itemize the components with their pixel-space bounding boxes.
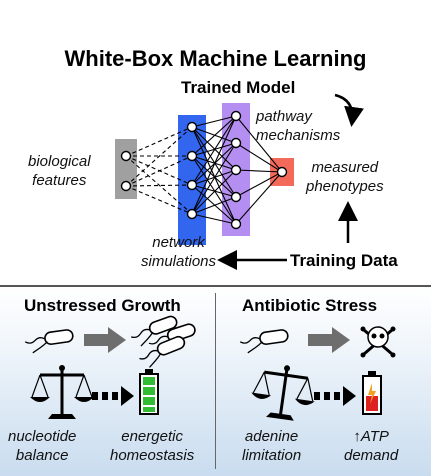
network-connection	[191, 115, 237, 128]
network-connection	[235, 142, 283, 173]
input-layer	[115, 139, 137, 199]
network-connection	[191, 155, 237, 225]
network-node	[186, 208, 198, 220]
dashed-arrow-icon	[314, 386, 356, 406]
network-connection	[235, 115, 283, 173]
antibiotic-stress-title: Antibiotic Stress	[242, 296, 378, 315]
neural-network-diagram	[115, 93, 364, 270]
balance-scale-icon	[28, 363, 96, 421]
network-connection	[191, 169, 237, 215]
network-connection	[191, 126, 237, 198]
battery-low-icon	[362, 371, 382, 415]
horizontal-divider	[0, 285, 431, 287]
network-connection	[191, 196, 237, 215]
network-connection	[191, 184, 237, 225]
network-connection	[191, 184, 237, 198]
vertical-divider	[215, 293, 216, 469]
network-connection	[125, 126, 193, 157]
network-node	[186, 121, 198, 133]
network-node	[230, 110, 242, 122]
network-connection	[125, 155, 193, 187]
network-connection	[235, 171, 283, 225]
unstressed-growth-title: Unstressed Growth	[24, 296, 181, 315]
network-node	[276, 166, 288, 178]
right-arrow-icon	[84, 327, 126, 353]
training-data-label: Training Data	[290, 251, 398, 270]
bacterium-icon	[238, 328, 291, 355]
network-connection	[125, 155, 193, 215]
network-connection	[191, 126, 237, 225]
network-connection	[191, 115, 237, 186]
network-node	[120, 180, 132, 192]
network-connection	[125, 126, 193, 187]
trained-model-arrow	[334, 93, 364, 127]
network-node	[120, 150, 132, 162]
right-arrow-icon	[308, 327, 350, 353]
bacteria-multiply-icon	[128, 313, 200, 371]
network-connection	[191, 115, 237, 157]
bacterium-icon	[23, 328, 76, 355]
network-node	[186, 179, 198, 191]
page-title: White-Box Machine Learning	[64, 46, 367, 71]
network-connection	[235, 171, 283, 198]
dashed-arrow-icon	[92, 386, 134, 406]
trained-model-label: Trained Model	[181, 78, 296, 97]
network-node	[230, 218, 242, 230]
network-node	[230, 137, 242, 149]
network-connection	[191, 155, 237, 171]
network-connection	[191, 155, 237, 198]
network-node	[230, 164, 242, 176]
network-connection	[191, 142, 237, 215]
balance-scale-icon	[246, 359, 321, 425]
network-connection	[191, 213, 237, 225]
network-node	[230, 191, 242, 203]
network-connection	[125, 185, 193, 215]
network-node	[186, 150, 198, 162]
battery-full-icon	[139, 369, 159, 415]
network-connection	[191, 126, 237, 144]
skull-crossbones-icon	[360, 326, 396, 358]
network-connection	[191, 126, 237, 171]
network-connection	[235, 169, 283, 173]
network-connection	[191, 115, 237, 215]
